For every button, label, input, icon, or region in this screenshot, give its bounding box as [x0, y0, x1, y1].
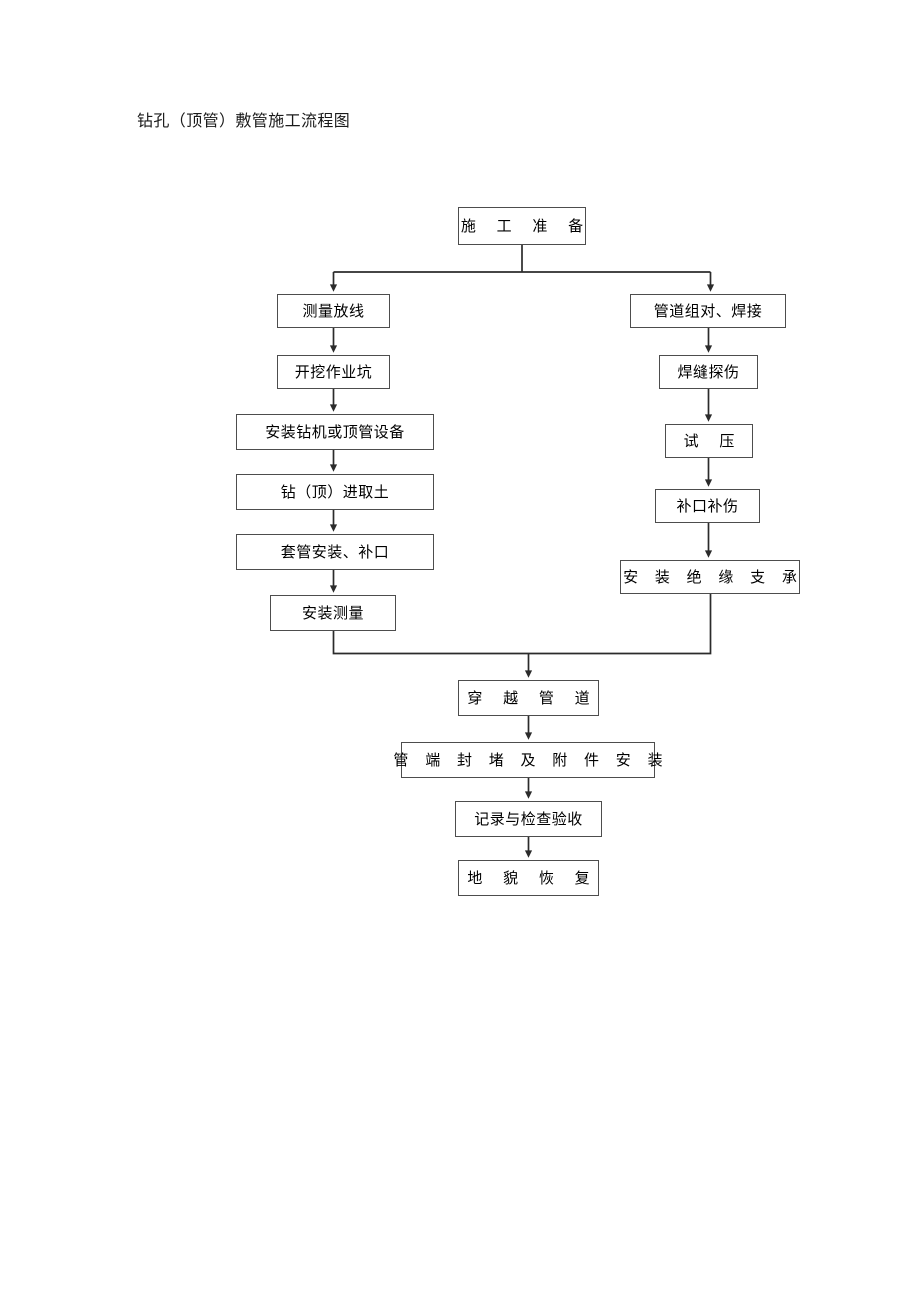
- node-survey-layout[interactable]: 测量放线: [277, 294, 390, 328]
- node-casing-installation-and-joint-coating[interactable]: 套管安装、补口: [236, 534, 434, 570]
- node-pressure-test[interactable]: 试 压: [665, 424, 753, 458]
- node-records-and-inspection-acceptance[interactable]: 记录与检查验收: [455, 801, 602, 837]
- node-pipeline-crossing[interactable]: 穿 越 管 道: [458, 680, 599, 716]
- node-drill-jack-and-remove-soil[interactable]: 钻（顶）进取土: [236, 474, 434, 510]
- node-landform-restoration[interactable]: 地 貌 恢 复: [458, 860, 599, 896]
- page-title: 钻孔（顶管）敷管施工流程图: [137, 111, 351, 130]
- node-pipe-end-sealing-and-fitting-installation[interactable]: 管 端 封 堵 及 附 件 安 装: [393, 742, 663, 778]
- node-pipe-fit-up-and-welding[interactable]: 管道组对、焊接: [630, 294, 786, 328]
- node-joint-coating-and-damage-repair[interactable]: 补口补伤: [655, 489, 760, 523]
- node-weld-seam-inspection[interactable]: 焊缝探伤: [659, 355, 758, 389]
- node-install-insulating-support[interactable]: 安 装 绝 缘 支 承: [620, 560, 800, 594]
- edge-merge-bar: [332, 594, 712, 655]
- node-as-built-survey[interactable]: 安装测量: [270, 595, 396, 631]
- node-excavate-working-pit[interactable]: 开挖作业坑: [277, 355, 390, 389]
- node-construction-preparation[interactable]: 施 工 准 备: [458, 207, 586, 245]
- node-install-drilling-or-jacking-equipment[interactable]: 安装钻机或顶管设备: [236, 414, 434, 450]
